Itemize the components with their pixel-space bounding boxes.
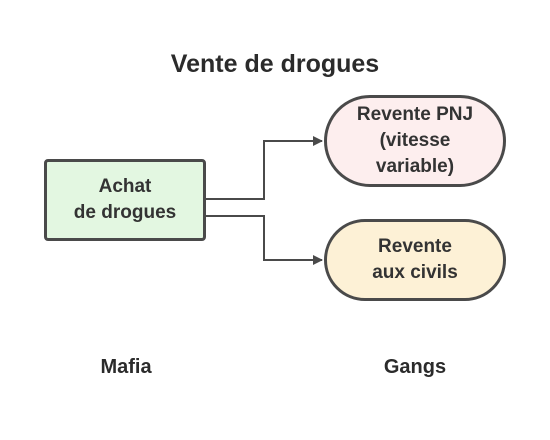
edge-buy-to-civilian-resale: [206, 215, 323, 265]
node-buy-drugs: Achat de drogues: [44, 159, 206, 241]
node-civilian-resale: Revente aux civils: [324, 219, 506, 301]
diagram-title: Vente de drogues: [170, 50, 380, 78]
lane-label-gangs: Gangs: [383, 356, 447, 378]
edge-buy-to-npc-resale: [206, 136, 323, 200]
node-npc-resale: Revente PNJ (vitesse variable): [324, 95, 506, 187]
lane-label-mafia: Mafia: [100, 356, 152, 378]
